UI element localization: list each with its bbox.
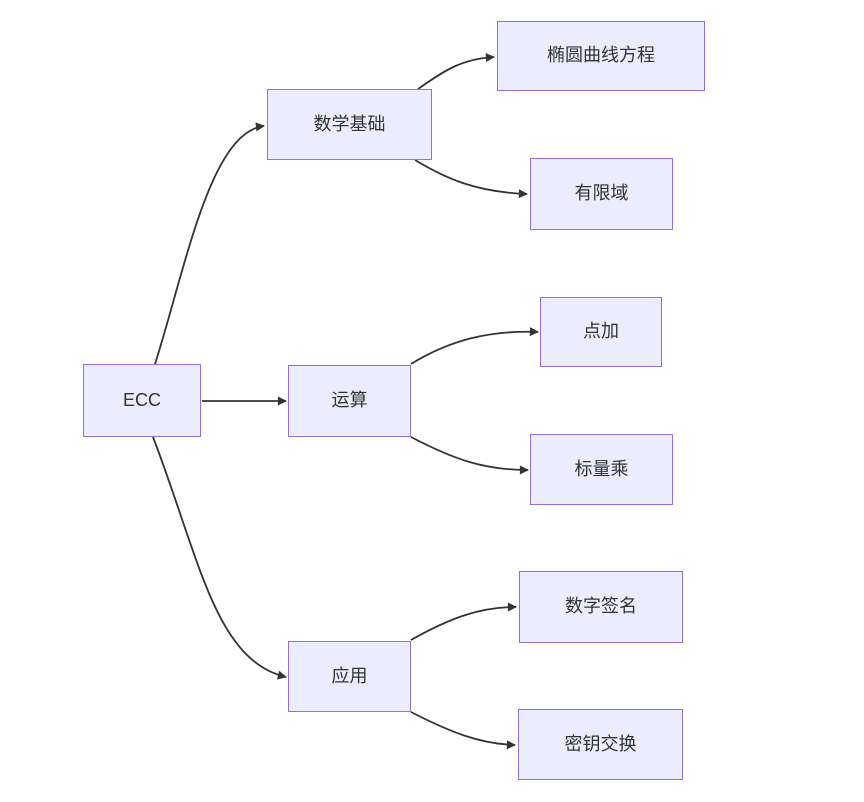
node-applications-label: 应用 xyxy=(331,665,368,686)
node-operations-label: 运算 xyxy=(331,390,368,411)
node-curve-equation-label: 椭圆曲线方程 xyxy=(547,45,655,66)
node-digital-signature-label: 数字签名 xyxy=(565,596,637,617)
edge-ecc-to-math-basis xyxy=(154,122,265,365)
node-operations: 运算 xyxy=(288,365,411,437)
node-key-exchange-label: 密钥交换 xyxy=(564,733,637,754)
edge-operations-to-scalar-mul xyxy=(410,436,529,475)
node-ecc: ECC xyxy=(83,364,201,437)
node-math-basis: 数学基础 xyxy=(267,89,432,160)
node-point-add: 点加 xyxy=(540,297,662,367)
edge-math-basis-to-curve-eq xyxy=(417,53,495,90)
node-applications: 应用 xyxy=(288,641,411,712)
edge-ecc-to-applications xyxy=(152,436,287,680)
node-digital-signature: 数字签名 xyxy=(519,571,683,643)
edge-applications-to-digital-sig xyxy=(410,602,517,641)
edge-operations-to-point-add xyxy=(410,327,539,365)
node-scalar-mul: 标量乘 xyxy=(530,434,673,505)
node-finite-field-label: 有限域 xyxy=(574,183,629,204)
node-point-add-label: 点加 xyxy=(583,321,619,342)
node-curve-equation: 椭圆曲线方程 xyxy=(497,21,705,91)
node-scalar-mul-label: 标量乘 xyxy=(574,458,629,479)
node-finite-field: 有限域 xyxy=(530,158,673,230)
node-key-exchange: 密钥交换 xyxy=(518,709,683,780)
edge-applications-to-key-exchange xyxy=(410,711,516,750)
node-ecc-label: ECC xyxy=(122,389,161,410)
node-math-basis-label: 数学基础 xyxy=(313,113,386,134)
edge-math-basis-to-finite-field xyxy=(414,159,528,199)
